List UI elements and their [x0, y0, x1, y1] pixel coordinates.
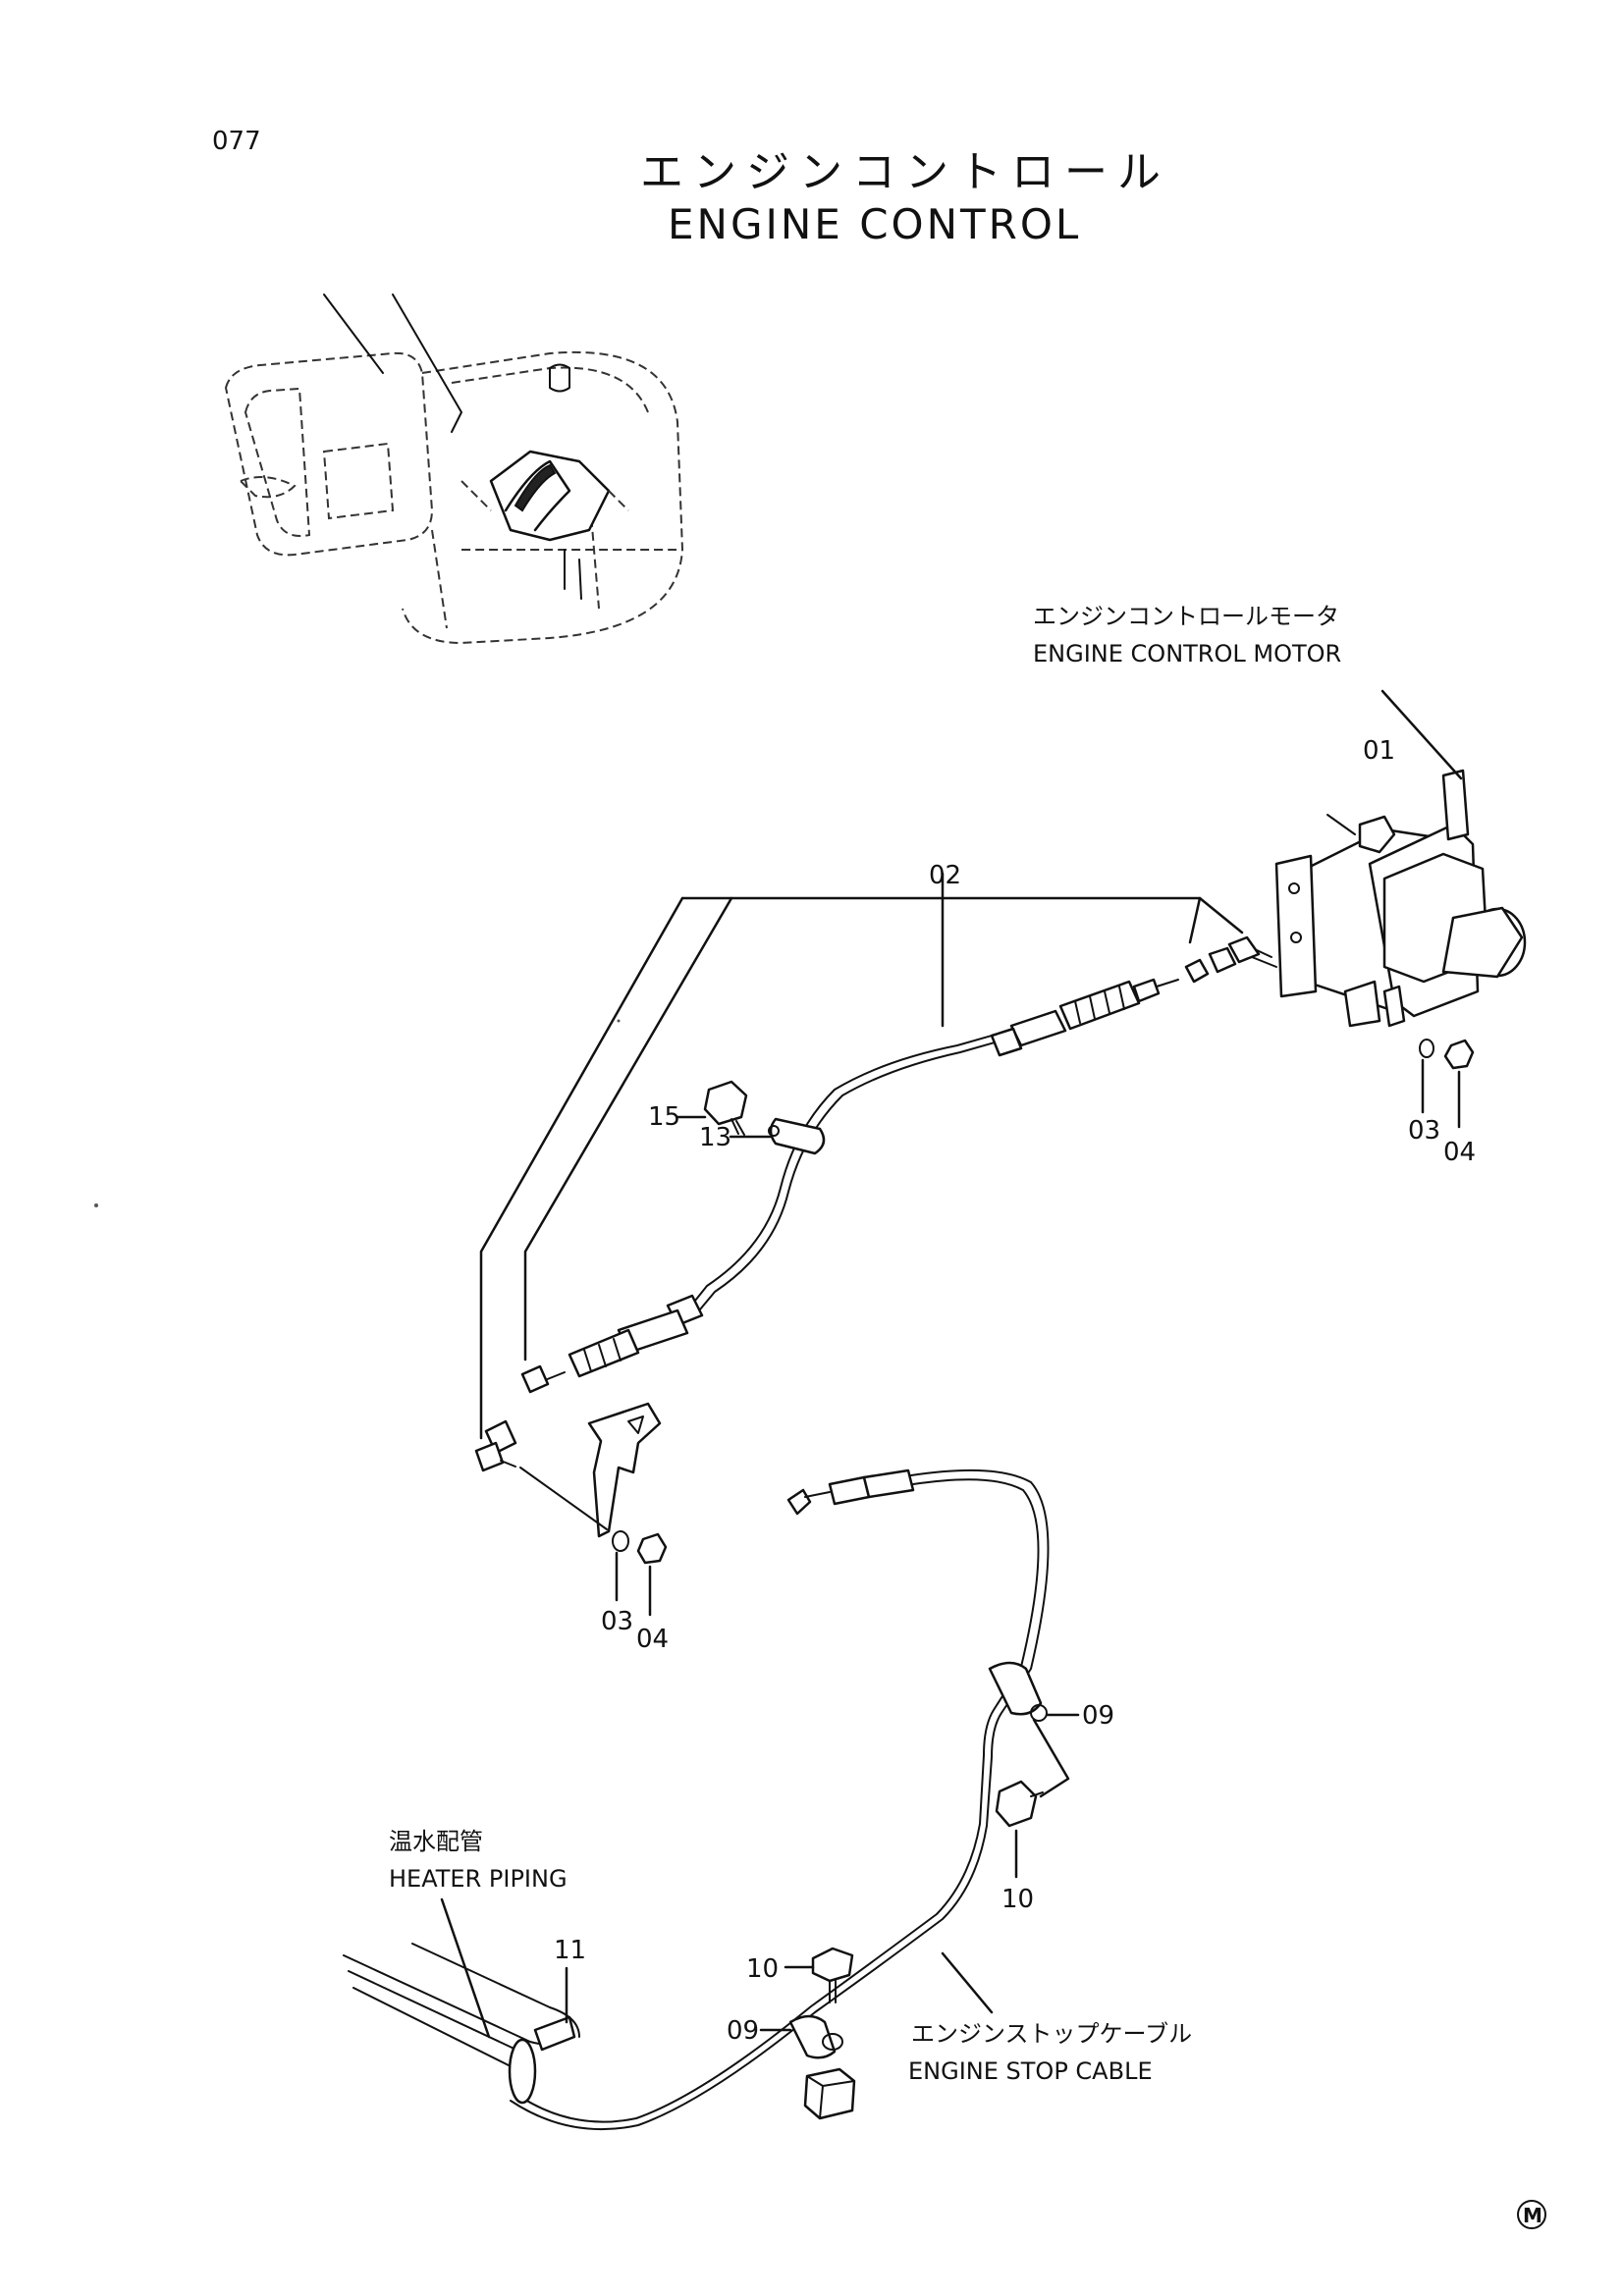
part-label-03-left: 03	[601, 1607, 633, 1636]
engine-control-motor	[1251, 769, 1527, 1028]
part-label-03-right: 03	[1408, 1116, 1440, 1146]
page-number: 077	[212, 127, 261, 156]
part-label-10-upper: 10	[1001, 1885, 1034, 1914]
svg-text:M: M	[1523, 2204, 1542, 2227]
motor-label-japanese: エンジンコントロールモータ	[1033, 603, 1339, 630]
motor-label-english: ENGINE CONTROL MOTOR	[1033, 640, 1341, 667]
part-10-lower-bolt	[811, 1947, 854, 2003]
part-label-10-lower: 10	[746, 1954, 779, 1984]
circled-m-mark: M	[1517, 2200, 1546, 2229]
part-label-01: 01	[1363, 736, 1395, 766]
part-03-right-washer	[1419, 1039, 1434, 1058]
stop-cable-label-english: ENGINE STOP CABLE	[908, 2057, 1153, 2085]
lever-link-line	[519, 1467, 608, 1530]
part-09-upper-clamp	[988, 1661, 1048, 1722]
part-13-clamp	[768, 1117, 826, 1155]
part-04-right-nut	[1443, 1039, 1475, 1070]
stop-cable-label-japanese: エンジンストップケーブル	[911, 2020, 1192, 2048]
part-01-bolt	[1326, 814, 1396, 854]
title-english: ENGINE CONTROL	[668, 200, 1081, 248]
part-label-13: 13	[699, 1123, 731, 1152]
part-09-lower-clamp	[788, 2014, 843, 2059]
part-02-throttle-cable	[474, 935, 1272, 1538]
excavator-location-sketch	[224, 294, 684, 645]
part-label-15: 15	[648, 1102, 680, 1132]
part-04-left-nut	[636, 1532, 668, 1565]
part-03-left-washer	[612, 1530, 629, 1552]
title-japanese: エンジンコントロール	[640, 147, 1170, 197]
part-label-04-right: 04	[1443, 1138, 1476, 1167]
part-15-bolt	[703, 1080, 748, 1136]
engine-stop-cable	[510, 1468, 1050, 2131]
part-11-clamp	[508, 2015, 576, 2105]
stop-cable-callout-leader	[941, 1951, 994, 2014]
part-label-04-left: 04	[636, 1625, 669, 1654]
part-10-upper-bolt	[995, 1780, 1044, 1828]
part-02-leaders	[479, 872, 1244, 1440]
part-label-02: 02	[929, 861, 961, 890]
heater-callout-leader	[440, 1897, 491, 2039]
heater-label-english: HEATER PIPING	[389, 1865, 568, 1893]
part-label-11: 11	[554, 1936, 586, 1965]
part-label-09-lower: 09	[727, 2016, 759, 2046]
mounting-block	[803, 2067, 856, 2120]
heater-label-japanese: 温水配管	[389, 1828, 483, 1855]
motor-callout-leader	[1380, 689, 1463, 780]
part-10-upper-link	[1032, 1718, 1070, 1798]
part-label-09-upper: 09	[1082, 1701, 1114, 1731]
